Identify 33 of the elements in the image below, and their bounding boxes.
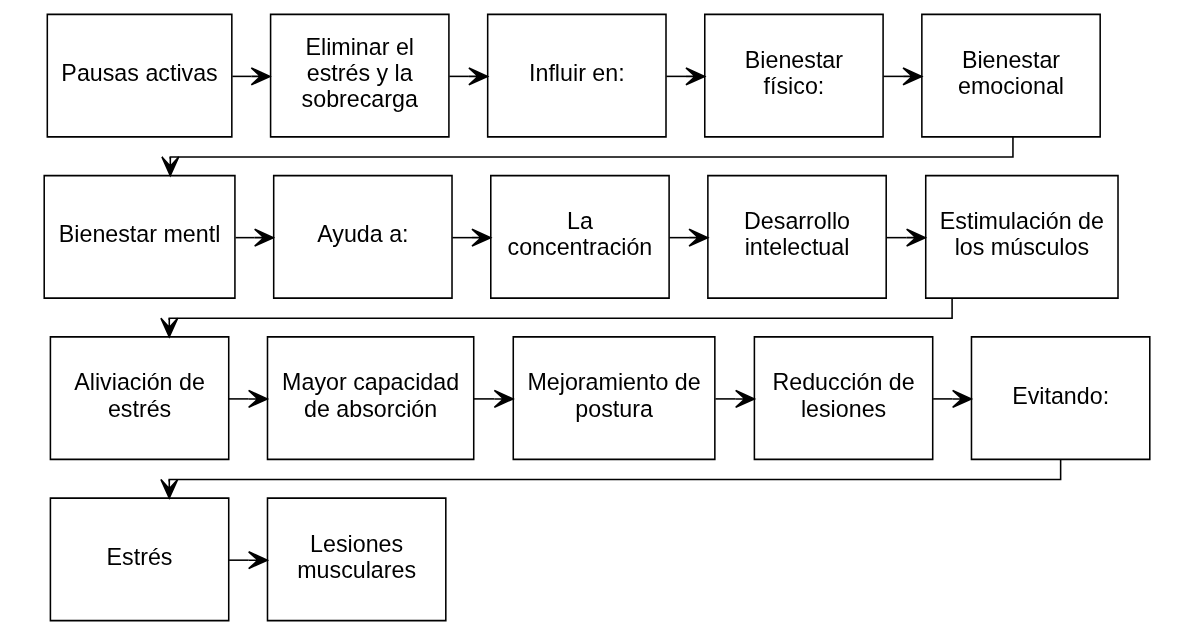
arrow [451,228,491,247]
node-box: Estimulación de los músculos [924,174,1119,299]
arrow [234,228,274,247]
node-box: Bienestar físico: [703,13,884,138]
node-box: Influir en: [486,13,667,138]
node-box: Bienestar emocional [920,13,1101,138]
arrow [665,67,705,86]
node-box: Eliminar el estrés y la sobrecarga [269,13,450,138]
arrow [714,389,755,409]
arrow [159,297,953,338]
node-box: La concentración [489,174,670,299]
node-box: Bienestar mentl [42,174,236,299]
node-box: Evitando: [970,336,1151,461]
arrow [227,551,268,570]
arrow [160,136,1014,177]
arrow [231,67,271,86]
arrow [448,67,488,86]
arrow [159,458,1061,499]
arrow [882,67,922,86]
arrow [227,389,268,409]
arrow [885,228,926,247]
node-box: Mejoramiento de postura [512,336,716,461]
node-box: Mayor capacidad de absorción [266,336,474,461]
arrow [931,389,972,409]
node-box: Aliviación de estrés [49,336,229,461]
arrow [668,228,708,247]
node-box: Desarrollo intelectual [706,174,887,299]
arrow [472,389,514,409]
node-box: Ayuda a: [272,174,453,299]
node-box: Pausas activas [46,13,233,138]
node-box: Reducción de lesiones [753,336,933,461]
node-box: Lesiones musculares [266,497,447,622]
node-box: Estrés [49,497,229,622]
